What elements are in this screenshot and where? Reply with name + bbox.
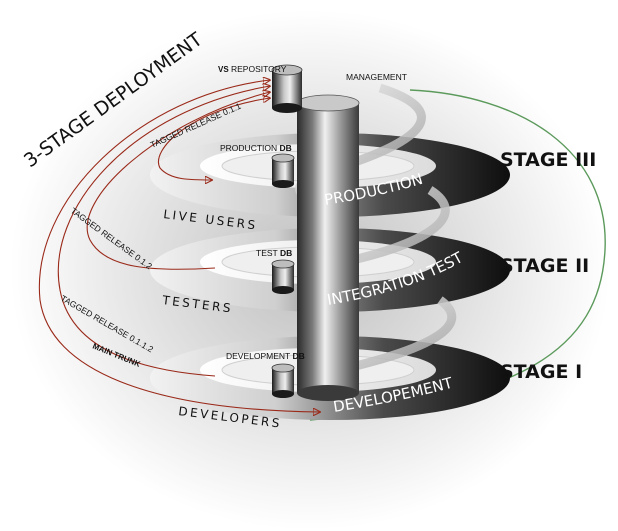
release-arrows [38,80,320,412]
main-trunk-arrow [38,80,320,412]
stage-3-label: STAGE III [500,149,596,171]
release-0112-arrow [57,86,270,377]
release-011-arrow [158,98,270,180]
production-db-icon [271,153,295,188]
stage-1-label: STAGE I [500,361,582,383]
repository-prefix: VS [218,65,229,74]
production-db-label: PRODUCTION DB [220,143,292,153]
development-db-label: DEVELOPMENT DB [226,351,305,361]
test-db-icon [271,259,295,294]
release-012-arrow [86,92,270,270]
stage-2-label: STAGE II [500,255,589,277]
test-db-label: TEST DB [256,248,292,258]
management-label: MANAGEMENT [346,72,407,82]
central-pillar [296,94,360,401]
repository-label: REPOSITORY [231,64,287,74]
development-db-icon [271,363,295,398]
